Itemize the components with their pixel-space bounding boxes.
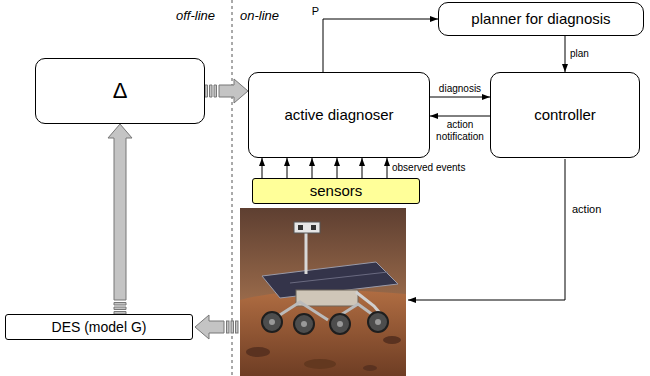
connector-line	[387, 158, 388, 178]
node-text: Δ	[113, 78, 128, 103]
block-arrow-tail	[210, 85, 213, 97]
block-arrow-tail	[114, 303, 126, 306]
edge-label: diagnosis	[439, 83, 481, 95]
connector-line	[312, 158, 313, 178]
node-text: controller	[534, 106, 596, 123]
planner-box: planner for diagnosis	[438, 2, 644, 36]
block-arrow-tail	[205, 85, 208, 97]
signal-arrow	[430, 116, 490, 117]
connector-line	[323, 19, 438, 72]
block-arrow-body	[108, 124, 132, 300]
node-text: DES (model G)	[52, 319, 147, 335]
connector-line	[337, 158, 338, 178]
controller-box: controller	[490, 72, 640, 158]
node-text: active diagnoser	[284, 106, 393, 123]
connector-line	[287, 158, 288, 178]
sensors-box: sensors	[252, 178, 420, 204]
edge-label: observed events	[392, 162, 465, 174]
signal-arrow	[262, 158, 263, 178]
edge-label: plan	[570, 48, 589, 60]
signal-arrow	[337, 158, 338, 178]
signal-arrow	[287, 158, 288, 178]
connector-line	[565, 36, 566, 72]
signal-arrow	[387, 158, 388, 178]
signal-arrow	[323, 19, 438, 72]
rover-photo	[240, 208, 406, 376]
edge-label: action notification	[432, 119, 488, 143]
signal-arrow	[312, 158, 313, 178]
block-arrow-body	[219, 79, 248, 103]
action-line	[408, 159, 565, 300]
block-arrow-tail	[114, 307, 126, 310]
offline-label: off-line	[176, 8, 215, 24]
connector-line	[430, 116, 490, 117]
des-box: DES (model G)	[5, 314, 193, 340]
online-divider	[232, 0, 233, 376]
signal-arrow	[565, 36, 566, 72]
signal-arrow	[430, 97, 490, 98]
connector-line	[430, 97, 490, 98]
node-text: sensors	[310, 182, 363, 199]
model-arrow	[195, 315, 238, 339]
action-label: action	[572, 203, 601, 216]
node-text: planner for diagnosis	[471, 10, 610, 27]
signal-arrow	[362, 158, 363, 178]
connector-line	[362, 158, 363, 178]
block-arrow-tail	[214, 85, 217, 97]
edge-label: P	[312, 5, 319, 18]
model-box: Δ	[35, 58, 205, 124]
block-arrow	[108, 124, 132, 314]
diagnoser-box: active diagnoser	[248, 72, 430, 158]
connector-line	[262, 158, 263, 178]
online-label: on-line	[240, 8, 279, 24]
block-arrow	[205, 79, 248, 103]
